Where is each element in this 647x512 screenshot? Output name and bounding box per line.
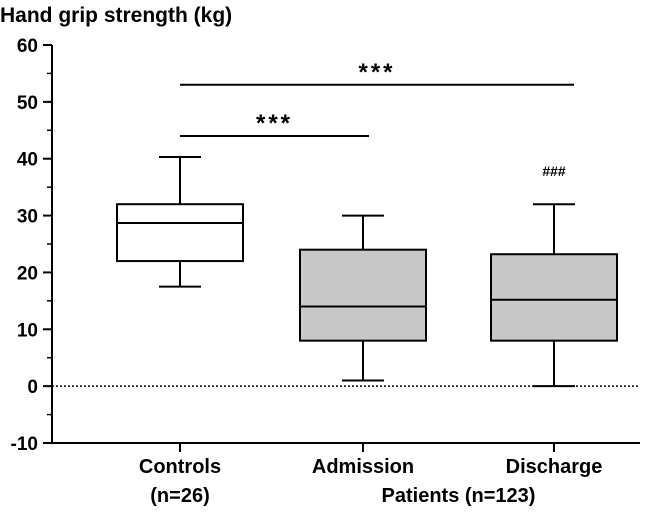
category-sublabel: (n=26): [150, 485, 209, 507]
iqr-box: [490, 253, 618, 342]
category-label-controls: Controls: [139, 456, 221, 478]
y-tick-label: -10: [11, 434, 38, 455]
chart-title: Hand grip strength (kg): [0, 4, 232, 27]
y-tick-label: 10: [17, 320, 38, 341]
significance-group: *** *** ###: [180, 59, 574, 179]
box-admission: [299, 214, 427, 382]
category-label-admission: Admission: [312, 456, 414, 478]
box-controls: [116, 156, 244, 288]
category-label-discharge: Discharge: [506, 456, 603, 478]
group-label-patients: Patients (n=123): [382, 485, 536, 507]
significance-label: ***: [358, 59, 395, 86]
category-labels-group: Controls (n=26) Admission DischargePatients…: [139, 456, 602, 507]
significance-label: ***: [256, 110, 293, 137]
discharge-annotation: ###: [542, 163, 566, 179]
y-tick-label: 30: [17, 207, 38, 228]
iqr-box: [299, 248, 427, 342]
box-discharge: [490, 203, 618, 388]
y-tick-label: 60: [17, 36, 38, 57]
y-tick-label: 20: [17, 263, 38, 284]
y-tick-label: 50: [17, 93, 38, 114]
y-tick-label: 0: [27, 377, 38, 398]
iqr-box: [116, 203, 244, 263]
boxes-group: [116, 156, 618, 388]
y-axis: -10 0 10 20 30 40 50 60: [11, 36, 640, 455]
y-tick-label: 40: [17, 150, 38, 171]
